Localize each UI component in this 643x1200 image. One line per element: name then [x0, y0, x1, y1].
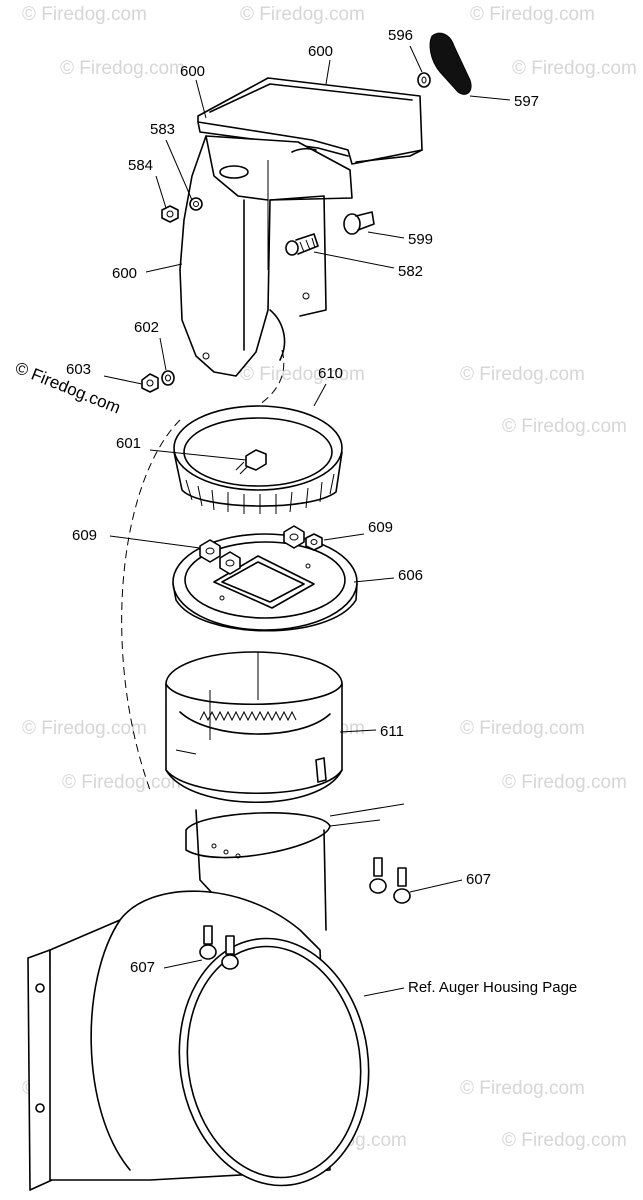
bolt-head-icon	[221, 954, 239, 970]
discharge-housing	[27, 890, 370, 1191]
watermark: © Firedog.com	[502, 1130, 627, 1151]
spout-opening	[178, 937, 370, 1187]
callout-600: 600	[180, 63, 205, 80]
ring-inner	[183, 417, 333, 487]
base-plate	[185, 812, 331, 859]
watermark: © Firedog.com	[512, 58, 637, 79]
callout-ref-auger-housing: Ref. Auger Housing Page	[408, 979, 577, 996]
callout-600: 600	[308, 43, 333, 60]
watermark: © Firedog.com	[460, 1078, 585, 1099]
callout-606: 606	[398, 567, 423, 584]
chute-hole	[302, 292, 310, 300]
watermark: © Firedog.com	[22, 4, 147, 25]
callouts: 596 600 597 600 583 584 599 582 600 602 …	[66, 27, 577, 996]
callout-583: 583	[150, 121, 175, 138]
bolts-607	[199, 857, 411, 970]
reference-lines	[329, 803, 405, 827]
chute-curve	[269, 309, 286, 361]
callout-596: 596	[388, 27, 413, 44]
collar-gear-teeth	[199, 710, 297, 722]
washer-icon	[189, 197, 203, 211]
elbow-curve	[90, 919, 131, 1171]
knob-597	[417, 32, 472, 95]
callout-584: 584	[128, 157, 153, 174]
nut-icon	[219, 551, 241, 575]
deflector-rim	[209, 83, 413, 113]
spout-rim	[186, 945, 362, 1179]
bolt-shank	[295, 233, 319, 255]
bolt-shank	[225, 935, 235, 955]
ring-wall	[173, 451, 343, 507]
flange-inner	[184, 541, 346, 619]
chute-slot	[219, 165, 249, 179]
chute-hole	[202, 352, 210, 360]
collar-bottom	[165, 769, 343, 794]
bolt-head-icon	[245, 449, 267, 471]
deflector-plate	[197, 77, 423, 165]
chute-back	[269, 195, 327, 317]
watermark: © Firedog.com	[60, 58, 185, 79]
alignment-guide	[121, 419, 181, 791]
callout-597: 597	[514, 93, 539, 110]
deflector-lip	[355, 149, 423, 163]
carriage-bolt-icon	[285, 240, 299, 256]
leader-lines	[103, 45, 511, 997]
nut-icon	[305, 533, 323, 551]
bolt-head-icon	[393, 888, 411, 904]
chute-notch	[291, 147, 317, 153]
callout-607: 607	[466, 871, 491, 888]
ring-teeth	[185, 473, 335, 514]
washer-icon	[417, 72, 431, 88]
callout-609: 609	[72, 527, 97, 544]
chute-body	[179, 135, 353, 377]
watermark: © Firedog.com	[22, 718, 147, 739]
washer-hole	[421, 76, 427, 84]
bolt-shank	[355, 211, 375, 231]
hardware-upper	[141, 197, 375, 393]
callout-599: 599	[408, 231, 433, 248]
callout-611: 611	[380, 723, 404, 740]
base-neck-right	[323, 829, 327, 931]
watermark: © Firedog.com	[62, 772, 187, 793]
nut-icon	[199, 539, 221, 563]
flange-window-inner	[221, 561, 305, 603]
watermark: © Firedog.com	[240, 364, 365, 385]
collar-tab	[315, 757, 327, 783]
chute-inner-edge	[205, 135, 269, 201]
flange-wall	[172, 583, 358, 632]
watermark: © Firedog.com	[240, 4, 365, 25]
callout-602: 602	[134, 319, 159, 336]
watermark: © Firedog.com	[470, 4, 595, 25]
watermark: © Firedog.com	[502, 416, 627, 437]
callout-582: 582	[398, 263, 423, 280]
bolt-shank	[397, 867, 407, 887]
callout-610: 610	[318, 365, 343, 382]
nut-icon	[161, 205, 179, 223]
washer-icon	[161, 370, 175, 386]
nut-icon	[141, 373, 159, 393]
callout-601: 601	[116, 435, 141, 452]
flange-606	[172, 525, 358, 632]
bolt-head-icon	[199, 944, 217, 960]
bolt-shank	[373, 857, 383, 877]
callout-607: 607	[130, 959, 155, 976]
wing-knob-icon	[429, 32, 472, 95]
bolt-head-icon	[343, 213, 361, 235]
callout-600: 600	[112, 265, 137, 282]
watermark: © Firedog.com	[502, 772, 627, 793]
watermark: © Firedog.com	[460, 364, 585, 385]
upper-chute	[179, 77, 423, 377]
chute-base	[185, 803, 405, 931]
collar-inner-rim	[179, 711, 331, 735]
watermark: © Firedog.com	[460, 718, 585, 739]
gear-collar-611	[165, 651, 343, 804]
callout-603: 603	[66, 361, 91, 378]
callout-609: 609	[368, 519, 393, 536]
rotation-ring-610	[173, 405, 343, 514]
ring-outer	[173, 405, 343, 491]
nut-icon	[283, 525, 305, 549]
bolt-shank	[203, 925, 213, 945]
bolt-head-icon	[369, 878, 387, 894]
